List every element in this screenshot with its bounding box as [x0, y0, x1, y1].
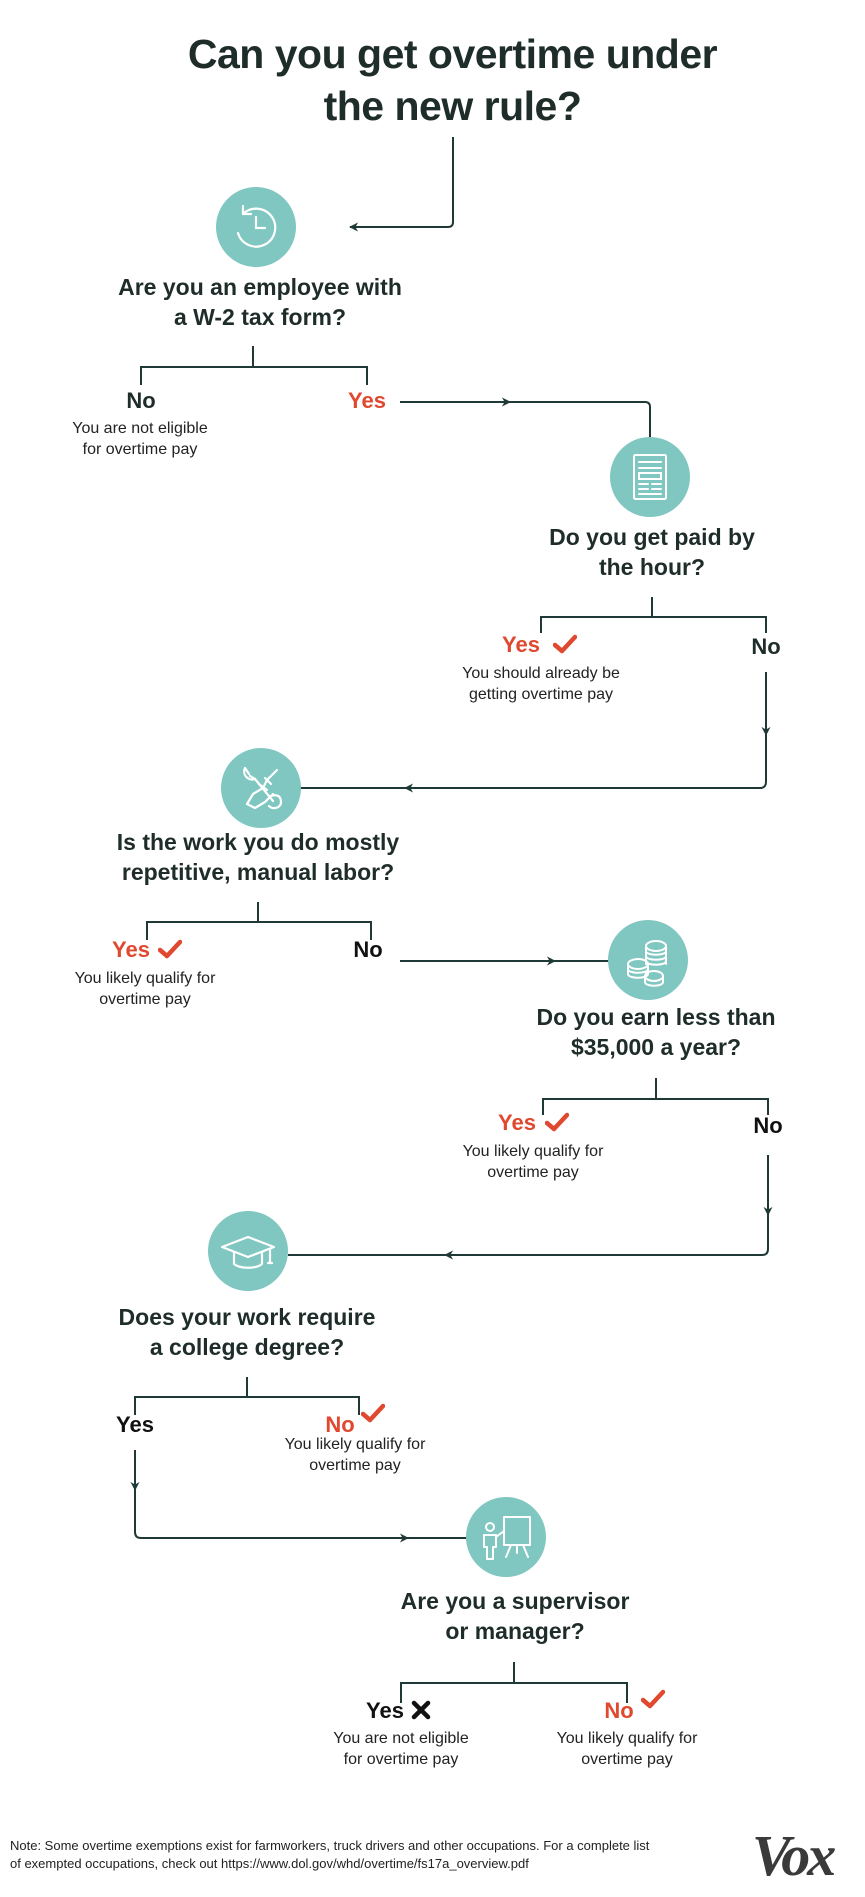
- branch-step-5: [134, 1377, 360, 1415]
- presenter-icon: [466, 1497, 546, 1577]
- outcome-likely-qualify: You likely qualify for overtime pay: [255, 1434, 455, 1476]
- answer-no: No: [325, 1412, 355, 1437]
- detail-line-1: You are not eligible: [333, 1730, 469, 1747]
- detail-line-2: for overtime pay: [343, 1751, 459, 1768]
- question-line-1: Is the work you do mostly: [116, 829, 400, 855]
- outcome-likely-qualify: You likely qualify for overtime pay: [527, 1728, 727, 1770]
- detail-line-1: You likely qualify for: [462, 1143, 604, 1160]
- answer-yes: Yes: [498, 1110, 536, 1135]
- detail-line-2: overtime pay: [99, 991, 191, 1008]
- question-line-1: Are you an employee with: [118, 274, 402, 300]
- question-line-2: $35,000 a year?: [570, 1034, 742, 1060]
- answer-yes: Yes: [348, 388, 386, 413]
- connector-step5-to-step6: [134, 1485, 409, 1543]
- detail-line-1: You likely qualify for: [556, 1730, 698, 1747]
- vox-logo: Vox: [752, 1823, 836, 1888]
- connector-step1-to-step2: [505, 401, 651, 440]
- clock-icon: [216, 187, 296, 267]
- question-college-degree: Does your work require a college degree?: [74, 1302, 420, 1362]
- branch-step-3: [146, 902, 372, 940]
- checkmark-icon: [545, 1112, 569, 1132]
- answer-no: No: [753, 1113, 783, 1138]
- detail-line-2: overtime pay: [581, 1751, 673, 1768]
- answer-yes: Yes: [502, 632, 540, 657]
- answer-yes: Yes: [112, 937, 150, 962]
- detail-line-2: overtime pay: [309, 1457, 401, 1474]
- title-line-1: Can you get overtime under: [187, 31, 718, 77]
- question-line-1: Does your work require: [118, 1304, 376, 1330]
- answer-no: No: [604, 1698, 634, 1723]
- branch-step-4: [542, 1078, 769, 1115]
- connector-step4-to-step5: [444, 1210, 769, 1260]
- detail-line-2: for overtime pay: [82, 441, 198, 458]
- answer-yes: Yes: [116, 1412, 154, 1437]
- footnote-line-2: of exempted occupations, check out https…: [10, 1856, 529, 1871]
- branch-step-2: [540, 597, 767, 633]
- checkmark-icon: [553, 634, 577, 654]
- detail-line-1: You likely qualify for: [284, 1436, 426, 1453]
- answer-no: No: [751, 634, 781, 659]
- question-line-2: repetitive, manual labor?: [121, 859, 395, 885]
- tools-icon: [221, 748, 301, 828]
- question-line-1: Are you a supervisor: [400, 1588, 630, 1614]
- answer-no: No: [353, 937, 383, 962]
- outcome-not-eligible: You are not eligible for overtime pay: [40, 418, 240, 460]
- outcome-likely-qualify: You likely qualify for overtime pay: [433, 1141, 633, 1183]
- connector-start: [349, 137, 454, 232]
- checkmark-icon: [641, 1689, 665, 1709]
- footnote-line-1: Note: Some overtime exemptions exist for…: [10, 1838, 650, 1853]
- footnote: Note: Some overtime exemptions exist for…: [10, 1837, 730, 1873]
- detail-line-1: You should already be: [462, 665, 620, 682]
- question-earnings: Do you earn less than $35,000 a year?: [486, 1002, 826, 1062]
- detail-line-1: You are not eligible: [72, 420, 208, 437]
- question-line-2: a W-2 tax form?: [173, 304, 347, 330]
- question-line-2: a college degree?: [149, 1334, 345, 1360]
- graduation-cap-icon: [208, 1211, 288, 1291]
- detail-line-1: You likely qualify for: [74, 970, 216, 987]
- outcome-already-eligible: You should already be getting overtime p…: [426, 663, 656, 705]
- answer-no: No: [126, 388, 156, 413]
- answer-yes: Yes: [366, 1698, 404, 1723]
- connector-step2-to-step3: [404, 730, 767, 793]
- outcome-likely-qualify: You likely qualify for overtime pay: [45, 968, 245, 1010]
- question-line-1: Do you earn less than: [536, 1004, 776, 1030]
- question-paid-hourly: Do you get paid by the hour?: [482, 522, 822, 582]
- detail-line-2: getting overtime pay: [468, 686, 614, 703]
- question-line-2: or manager?: [445, 1618, 585, 1644]
- title-line-2: the new rule?: [323, 83, 582, 129]
- question-line-2: the hour?: [598, 554, 706, 580]
- detail-line-2: overtime pay: [487, 1164, 579, 1181]
- page-title: Can you get overtime under the new rule?: [80, 28, 825, 132]
- tax-form-icon: [610, 437, 690, 517]
- question-line-1: Do you get paid by: [549, 524, 755, 550]
- question-employee: Are you an employee with a W-2 tax form?: [80, 272, 440, 332]
- checkmark-icon: [361, 1403, 385, 1423]
- x-mark-icon: [411, 1700, 431, 1720]
- checkmark-icon: [158, 939, 182, 959]
- outcome-not-eligible: You are not eligible for overtime pay: [301, 1728, 501, 1770]
- branch-step-6: [400, 1662, 628, 1703]
- question-supervisor: Are you a supervisor or manager?: [350, 1586, 680, 1646]
- branch-step-1: [140, 346, 368, 385]
- coins-icon: [608, 920, 688, 1000]
- question-manual-labor: Is the work you do mostly repetitive, ma…: [80, 827, 436, 887]
